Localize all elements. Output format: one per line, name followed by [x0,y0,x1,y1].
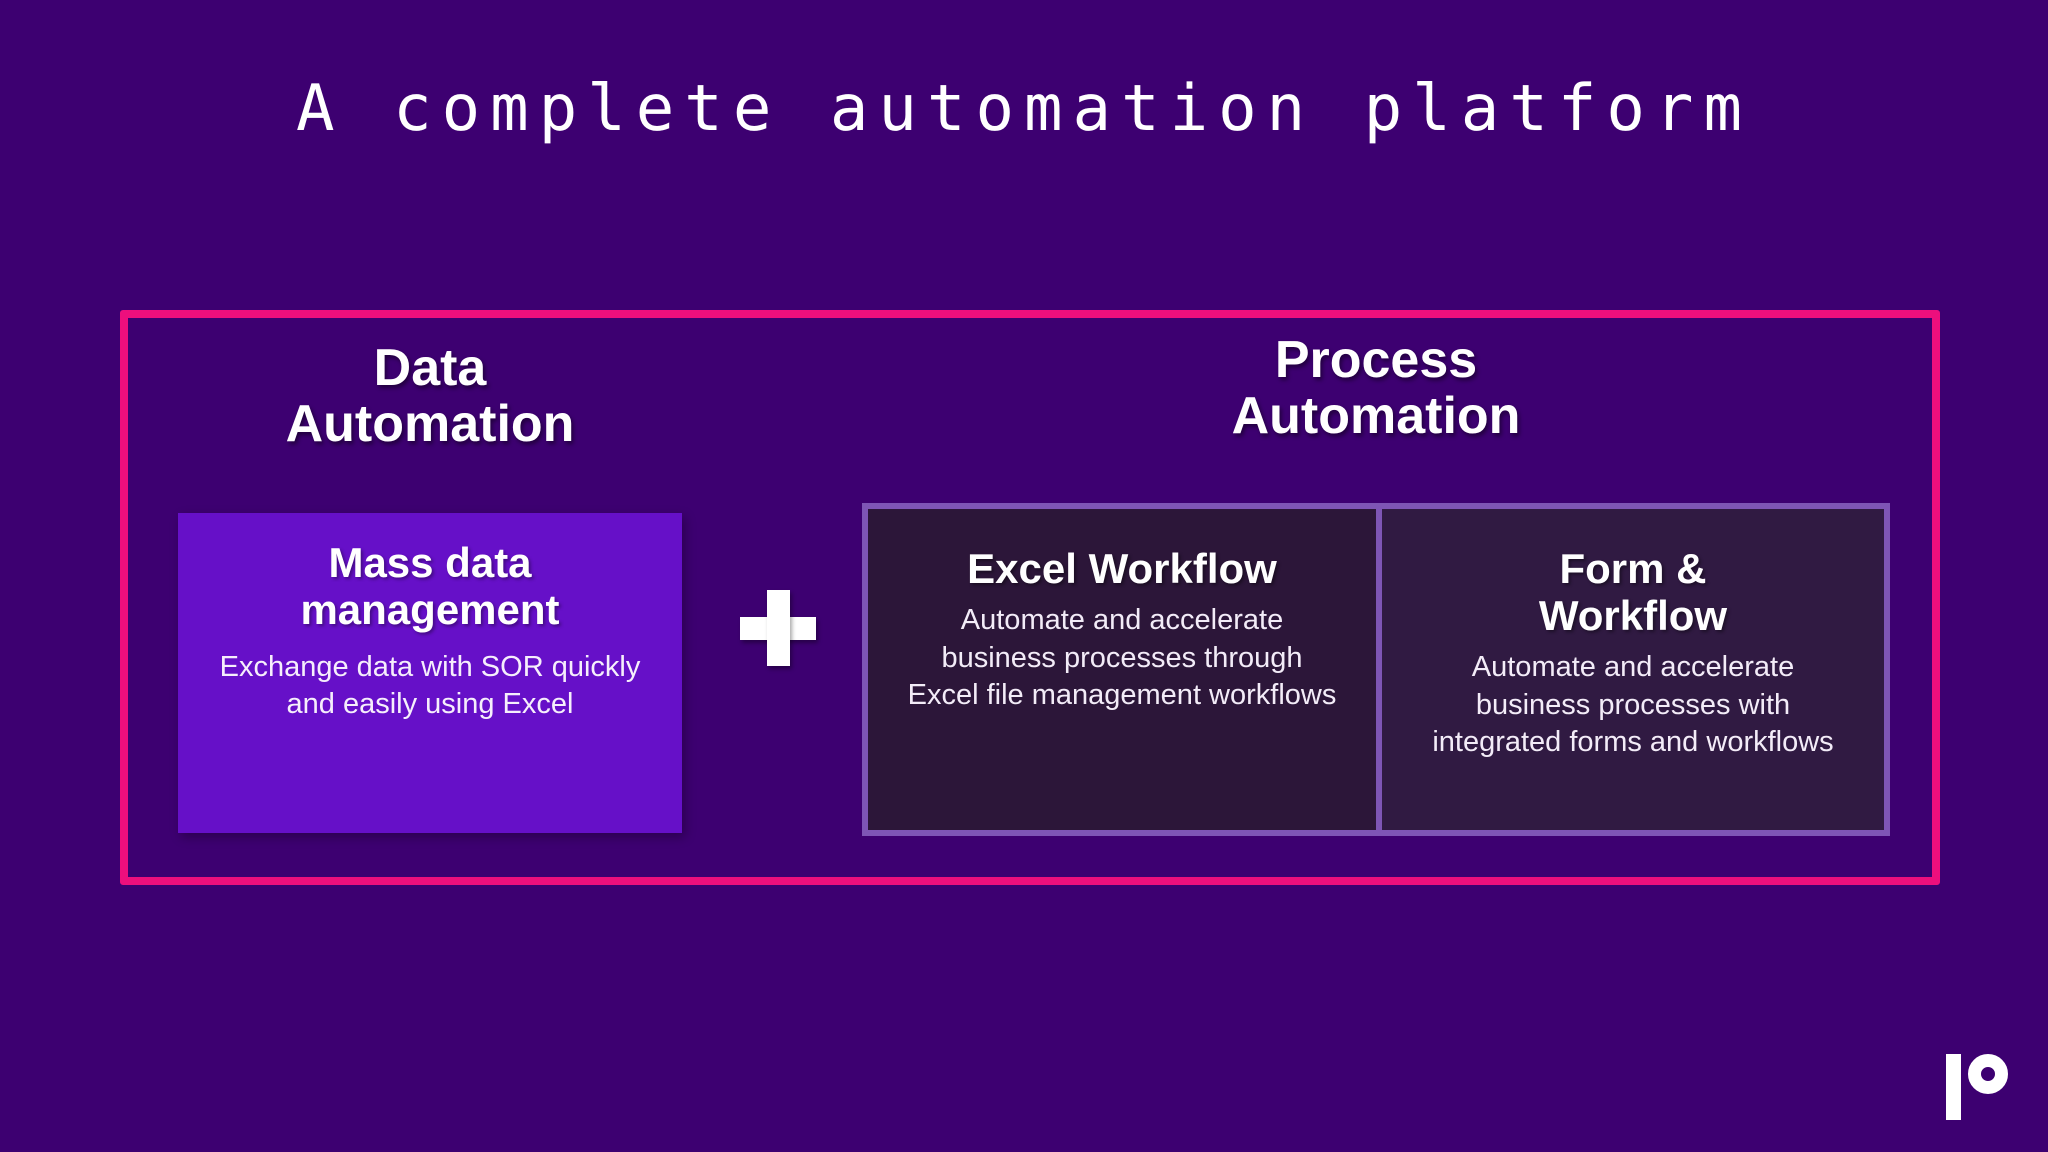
card-description-form-and-workflow: Automate and accelerate business process… [1432,651,1834,759]
card-form-and-workflow[interactable]: Form & Workflow Automate and accelerate … [1376,509,1884,830]
column-heading-process-automation: Process Automation [1231,331,1521,446]
card-title-form-and-workflow: Form & Workflow [1538,545,1728,640]
logo-stem [1946,1054,1961,1120]
card-excel-workflow[interactable]: Excel Workflow Automate and accelerate b… [868,509,1376,830]
process-automation-group: Excel Workflow Automate and accelerate b… [862,503,1890,836]
card-mass-data-management[interactable]: Mass data management Exchange data with … [178,513,682,833]
column-heading-data-automation: Data Automation [285,339,575,454]
card-description-excel-workflow: Automate and accelerate business process… [907,604,1337,712]
plus-icon [740,590,816,666]
logo-ring [1968,1054,2008,1094]
page-title: A complete automation platform [296,72,1752,146]
card-title-excel-workflow: Excel Workflow [967,545,1277,592]
plus-icon-vertical-bar [767,590,790,666]
card-description-mass-data-management: Exchange data with SOR quickly and easil… [219,651,641,721]
platform-frame [120,310,1940,885]
card-title-mass-data-management: Mass data management [300,539,560,634]
brand-logo-p-icon [1946,1048,2008,1120]
